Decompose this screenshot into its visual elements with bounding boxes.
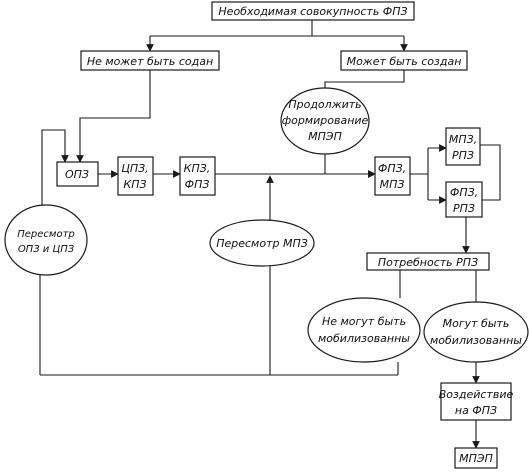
node-continue-line-2: формирование	[282, 114, 369, 127]
node-top-label: Необходимая совокупность ФПЗ	[218, 5, 407, 18]
node-top: Необходимая совокупность ФПЗ	[211, 1, 415, 21]
node-fpz-rpz-line-1: ФПЗ,	[450, 186, 478, 199]
node-kpz: КПЗ, ФПЗ	[179, 156, 216, 196]
node-kpz-line-1: КПЗ,	[184, 162, 211, 175]
node-fpz-rpz-line-2: РПЗ	[453, 202, 475, 215]
node-cannot-mob-line-1: Не могут быть	[322, 315, 406, 328]
node-review-opz-line-1: Пересмотр	[17, 229, 75, 240]
node-continue: Продолжить формирование МПЭП	[280, 87, 370, 155]
node-mpep-label: МПЭП	[459, 452, 493, 465]
node-mpz-rpz-line-1: МПЗ,	[449, 133, 477, 146]
node-cannot-mob-line-2: мобилизованны	[318, 332, 410, 345]
node-cpz: ЦПЗ, КПЗ	[117, 156, 154, 196]
node-cannot-mob: Не могут быть мобилизованны	[307, 297, 421, 363]
node-can-mob: Могут быть мобилизованны	[423, 301, 529, 363]
node-opz-label: ОПЗ	[65, 168, 89, 181]
node-fpz-mpz-line-1: ФПЗ,	[378, 162, 406, 175]
node-mpep: МПЭП	[454, 447, 498, 469]
connector-cannot-to-opz	[76, 70, 151, 163]
node-can: Может быть создан	[340, 50, 468, 71]
node-can-mob-line-2: мобилизованны	[430, 334, 522, 347]
node-continue-line-3: МПЭП	[308, 130, 342, 143]
connector-continue-to-fpz	[324, 154, 376, 178]
node-fpz-rpz: ФПЗ, РПЗ	[445, 181, 483, 218]
node-can-mob-line-1: Могут быть	[443, 317, 510, 330]
node-opz: ОПЗ	[56, 161, 99, 187]
node-cannot: Не может быть содан	[80, 50, 220, 71]
node-review-opz-line-2: ОПЗ и ЦПЗ	[18, 244, 75, 255]
connector-fpz-split	[410, 148, 429, 175]
node-review-opz: Пересмотр ОПЗ и ЦПЗ	[4, 204, 88, 276]
node-review-mpz: Пересмотр МПЗ	[209, 219, 315, 267]
node-cpz-line-1: ЦПЗ,	[121, 162, 148, 175]
node-cpz-line-2: КПЗ	[123, 178, 146, 191]
loop-review-to-opz	[41, 129, 69, 205]
node-mpz-rpz-line-2: РПЗ	[452, 149, 474, 162]
node-review-mpz-label: Пересмотр МПЗ	[216, 237, 308, 250]
node-mpz-rpz: МПЗ, РПЗ	[445, 127, 481, 166]
loop-right-side	[480, 144, 501, 201]
connector-can-to-continue	[324, 70, 405, 88]
node-impact-line-2: на ФПЗ	[455, 404, 497, 417]
node-fpz-mpz-line-2: МПЗ	[380, 178, 405, 191]
node-need-rpz-label: Потребность РПЗ	[378, 256, 478, 269]
node-need-rpz: Потребность РПЗ	[366, 252, 490, 271]
node-can-label: Может быть создан	[347, 55, 462, 68]
node-fpz-mpz: ФПЗ, МПЗ	[374, 156, 411, 196]
node-kpz-line-2: ФПЗ	[185, 178, 210, 191]
node-impact: Воздействие на ФПЗ	[439, 382, 514, 421]
node-continue-line-1: Продолжить	[288, 98, 361, 111]
connectors	[39, 20, 501, 449]
node-cannot-label: Не может быть содан	[87, 55, 213, 68]
node-impact-line-1: Воздействие	[439, 388, 514, 401]
